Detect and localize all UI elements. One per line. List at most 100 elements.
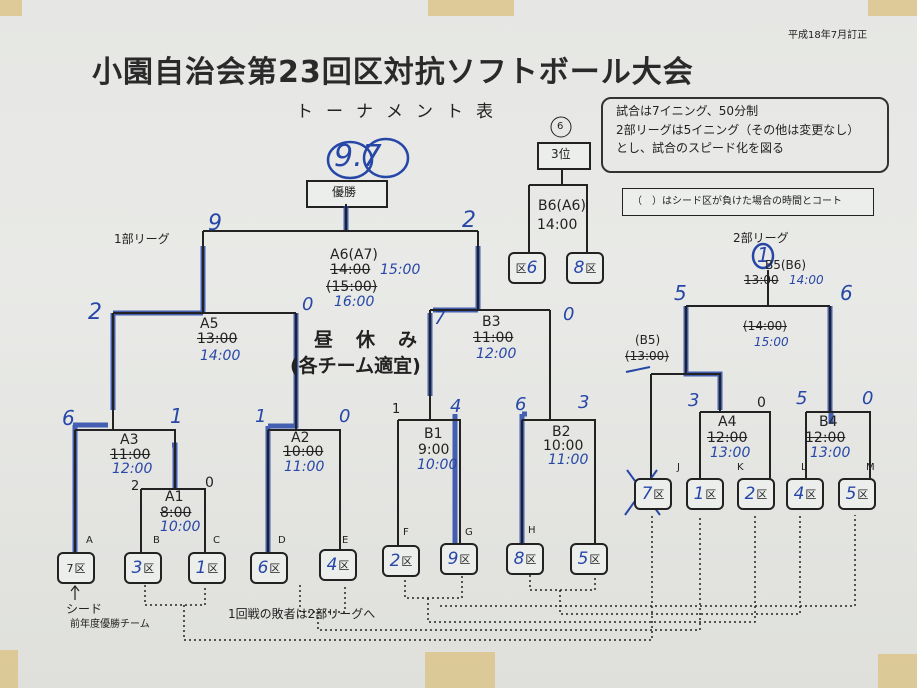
- score-b3-right: 0: [563, 304, 575, 325]
- team-suffix: 区: [459, 553, 471, 566]
- match-b5b-time: (13:00): [625, 349, 669, 363]
- league-2-label: 2部リーグ: [733, 231, 789, 245]
- team-suffix: 区: [805, 488, 817, 501]
- score-a3-right: 1: [170, 404, 183, 428]
- match-a3-hand: 12:00: [112, 461, 153, 477]
- match-a2-hand: 11:00: [284, 459, 325, 475]
- team-suffix: 区: [74, 562, 86, 575]
- match-a3-time: 11:00: [110, 447, 151, 463]
- slot-j: J: [677, 462, 680, 473]
- team-number: 2: [744, 484, 756, 504]
- seed-arrow: [70, 585, 80, 600]
- match-b5b-label: (B5): [635, 333, 661, 347]
- rules-line-2: 2部リーグは5イニング（その他は変更なし）: [616, 123, 860, 137]
- team-suffix: 区: [653, 488, 665, 501]
- note-text: （ ）はシード区が負けた場合の時間とコート: [632, 196, 842, 207]
- score-a2-left: 1: [255, 406, 267, 427]
- match-b2-hand: 11:00: [548, 452, 589, 468]
- match-a5-hand: 14:00: [200, 348, 241, 364]
- score-b3-left: 7: [434, 308, 446, 329]
- score-b4-right: 0: [862, 388, 874, 409]
- note-box: [622, 188, 874, 216]
- score-a2-right: 0: [339, 406, 351, 427]
- slot-c: C: [213, 535, 220, 546]
- third-circle-mark: 6: [557, 121, 564, 132]
- league2-circle-mark: 1: [757, 243, 770, 267]
- score-b5-left: 5: [674, 281, 687, 305]
- team-number: 3: [131, 558, 143, 578]
- match-b2-time: 10:00: [543, 438, 584, 454]
- slot-a: A: [86, 535, 93, 546]
- score-a1-left: 2: [131, 479, 140, 494]
- score-b2-right: 3: [578, 392, 590, 413]
- tape-top-left: [0, 0, 22, 16]
- match-a4-time: 12:00: [707, 430, 748, 446]
- score-b1-left: 1: [392, 402, 401, 417]
- match-b1-time: 9:00: [418, 442, 450, 458]
- score-b1-right: 4: [450, 396, 462, 417]
- match-b5-alt: (14:00): [743, 319, 787, 333]
- match-a6-label: A6(A7): [330, 247, 378, 263]
- score-a4-right: 0: [757, 395, 766, 411]
- match-b5-label: B5(B6): [765, 258, 807, 272]
- bracket-frame: [74, 168, 871, 555]
- match-b3-hand: 12:00: [476, 346, 517, 362]
- score-b2-left: 6: [515, 394, 527, 415]
- team-number: 8: [573, 258, 585, 278]
- slot-d: D: [278, 535, 286, 546]
- team-number: 9: [447, 549, 459, 569]
- match-b6-time: 14:00: [537, 217, 578, 233]
- match-b5-alt-hand: 15:00: [754, 335, 789, 349]
- league-1-label: 1部リーグ: [114, 232, 170, 246]
- winner-circle-score: 9.7: [334, 139, 382, 174]
- team-suffix: 区: [269, 562, 281, 575]
- team-number: 8: [513, 549, 525, 569]
- match-b6-label: B6(A6): [538, 198, 586, 214]
- loser-dotted-lines: [144, 515, 856, 641]
- score-b5-right: 6: [840, 281, 853, 305]
- tape-bottom-right: [878, 654, 917, 688]
- match-a6-alt-hand: 16:00: [334, 294, 375, 310]
- team-number: 6: [257, 558, 269, 578]
- match-a2-time: 10:00: [283, 444, 324, 460]
- score-a1-right: 0: [205, 475, 214, 491]
- rules-line-1: 試合は7イニング、50分制: [616, 104, 759, 118]
- match-a5-label: A5: [200, 316, 219, 332]
- team-number: 4: [793, 484, 805, 504]
- match-a6-hand: 15:00: [380, 262, 421, 278]
- tape-bottom-center: [425, 652, 495, 688]
- score-a4-left: 3: [688, 390, 700, 411]
- slot-k: K: [737, 462, 744, 473]
- match-a6-alt: (15:00): [326, 279, 378, 295]
- slot-b: B: [153, 535, 160, 546]
- slot-e: E: [342, 535, 349, 546]
- score-a5-right: 0: [302, 294, 314, 315]
- match-b3-label: B3: [482, 314, 501, 330]
- team-suffix: 区: [207, 562, 219, 575]
- match-a1-time: 8:00: [160, 505, 192, 521]
- handwritten-circles: [326, 137, 775, 270]
- score-a5-left: 2: [88, 300, 102, 325]
- slot-m: M: [866, 462, 875, 473]
- tape-bottom-left: [0, 650, 18, 688]
- team-number: 7: [66, 561, 74, 575]
- match-b1-hand: 10:00: [417, 457, 458, 473]
- team-suffix: 区: [401, 555, 413, 568]
- team-suffix: 区: [585, 262, 597, 275]
- match-b5-time: 13:00: [744, 273, 779, 287]
- team-suffix: 区: [338, 559, 350, 572]
- match-b3-time: 11:00: [473, 330, 514, 346]
